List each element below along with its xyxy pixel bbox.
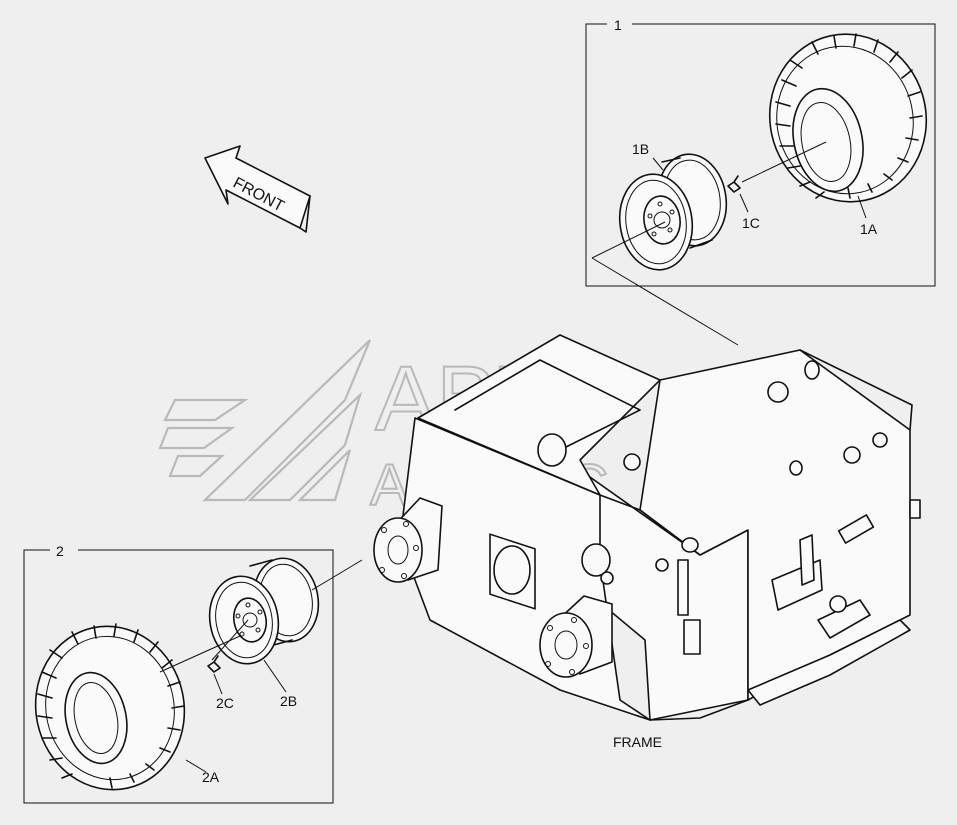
axle-flange-front-left — [373, 497, 443, 583]
watermark-logo — [158, 339, 372, 502]
leader-1c — [739, 193, 749, 213]
label-2b: 2B — [280, 693, 297, 709]
tire-2a — [34, 623, 186, 791]
frame-assembly — [373, 334, 921, 721]
leader-1a — [741, 141, 827, 183]
label-1b: 1B — [632, 141, 649, 157]
label-1a: 1A — [860, 221, 878, 237]
leader-2c — [213, 673, 223, 695]
label-2a: 2A — [202, 769, 220, 785]
rim-2b — [208, 557, 320, 665]
axle-flange-rear-left — [539, 595, 613, 678]
group-2-box: 2 — [23, 543, 363, 804]
leader-group-1-to-frame — [591, 221, 739, 346]
front-direction-arrow: FRONT — [204, 145, 311, 233]
leader-1b — [652, 157, 664, 171]
valve-1c — [727, 175, 741, 193]
leader-2a-label — [185, 759, 207, 773]
leader-1a-label — [857, 195, 867, 219]
rim-1b — [618, 153, 728, 271]
group-2-number: 2 — [56, 543, 64, 559]
tire-1a — [768, 33, 928, 203]
group-1-box: 1 — [585, 17, 936, 346]
frame-label: FRAME — [613, 734, 662, 750]
leader-2a — [159, 635, 241, 673]
leader-group-2-to-frame — [311, 559, 363, 591]
group-1-number: 1 — [614, 17, 622, 33]
valve-2c — [207, 655, 221, 673]
label-1c: 1C — [742, 215, 760, 231]
leader-2c-to-hub — [211, 619, 249, 661]
leader-2b — [263, 659, 287, 693]
label-2c: 2C — [216, 695, 234, 711]
